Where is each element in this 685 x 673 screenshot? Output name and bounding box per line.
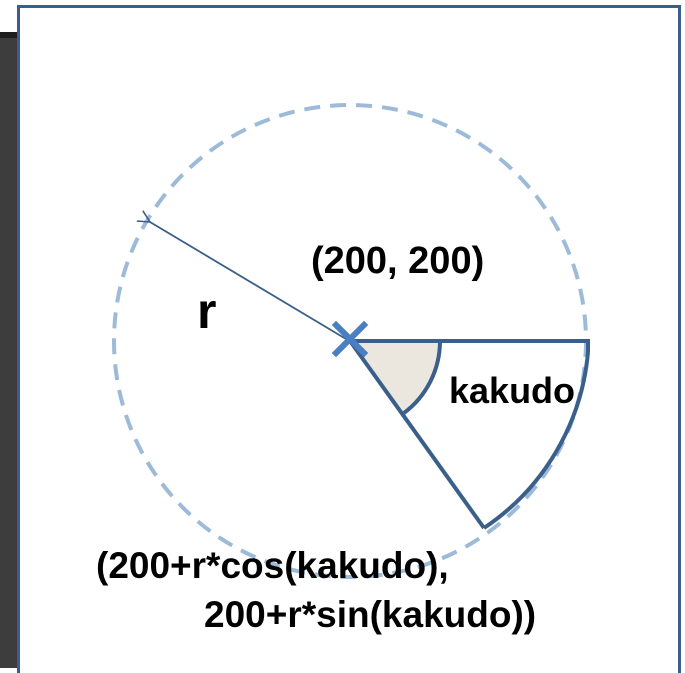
radius-label: r — [197, 283, 217, 339]
horizontal-radius — [350, 339, 590, 352]
angle-wedge — [350, 341, 441, 413]
solid-arc — [482, 351, 590, 530]
left-dark-strip — [0, 32, 19, 668]
point-formula-line2: 200+r*sin(kakudo)) — [204, 594, 537, 635]
angle-arc — [402, 340, 442, 415]
center-coordinate-label: (200, 200) — [311, 240, 485, 282]
radius-arrow — [150, 222, 347, 340]
center-x-mark — [331, 320, 369, 358]
point-formula-line1: (200+r*cos(kakudo), — [96, 545, 449, 586]
angle-label: kakudo — [449, 370, 576, 411]
top-dark-strip — [0, 32, 19, 38]
diagonal-radius — [348, 339, 486, 530]
